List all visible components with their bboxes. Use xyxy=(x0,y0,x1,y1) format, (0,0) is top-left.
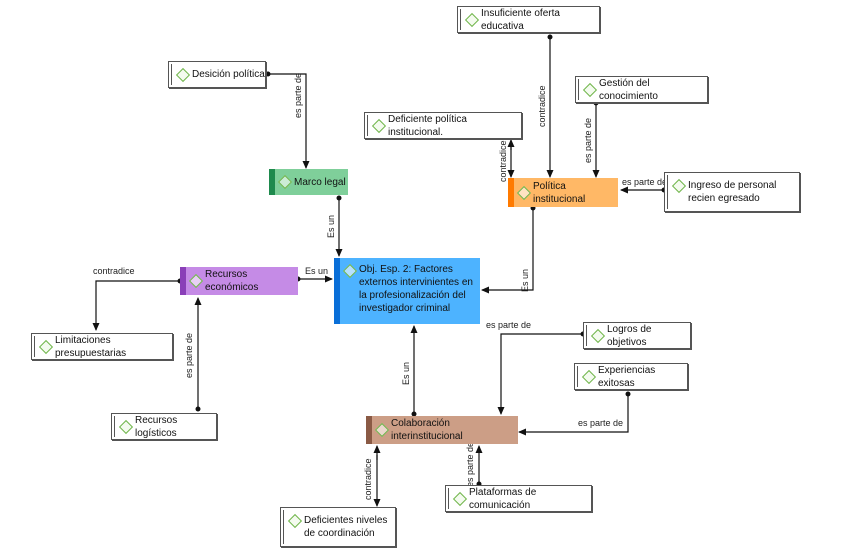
node-label: Recursos económicos xyxy=(205,269,259,293)
node-label: Logros de objetivos xyxy=(607,323,652,348)
node-recursos-economicos[interactable]: Recursos económicos xyxy=(180,267,298,295)
edge-label-es-parte-de: es parte de xyxy=(184,332,194,378)
diamond-icon xyxy=(371,118,387,133)
edge-experiencias-colaboracion xyxy=(518,394,629,436)
node-insuficiente-oferta[interactable]: Insuficiente oferta educativa xyxy=(457,6,600,33)
node-label: Insuficiente oferta educativa xyxy=(481,7,560,32)
node-label: Colaboración interinstitucional xyxy=(391,418,463,442)
node-deficiente-politica[interactable]: Deficiente política institucional. xyxy=(364,112,522,139)
diamond-icon xyxy=(452,491,468,506)
edge-start-dot xyxy=(195,406,201,412)
edge-start-dot xyxy=(411,411,417,417)
diamond-icon xyxy=(118,419,134,434)
edge-start-dot xyxy=(547,34,553,40)
node-label: Ingreso de personal recien egresado xyxy=(688,180,777,204)
diamond-icon xyxy=(175,67,191,82)
node-colaboracion-interinstitucional[interactable]: Colaboración interinstitucional xyxy=(366,416,518,444)
edge-label-contradice: contradice xyxy=(498,140,508,182)
edge-desicion-marco xyxy=(268,73,310,169)
node-deficientes-niveles[interactable]: Deficientes niveles de coordinación xyxy=(280,507,396,547)
edge-label-contradice: contradice xyxy=(537,85,547,127)
diamond-icon xyxy=(464,12,480,27)
edge-logros-colaboracion xyxy=(497,333,583,415)
node-recursos-logisticos[interactable]: Recursos logísticos xyxy=(111,413,217,440)
node-stripe xyxy=(334,258,340,324)
node-stripe xyxy=(180,267,186,295)
edge-label-es-parte-de: es parte de xyxy=(622,177,668,187)
node-label: Limitaciones presupuestarias xyxy=(55,334,127,359)
edge-label-contradice: contradice xyxy=(93,266,135,276)
diamond-icon xyxy=(38,339,54,354)
diamond-icon xyxy=(188,273,204,289)
edge-start-dot xyxy=(336,195,342,201)
node-gestion-conocimiento[interactable]: Gestión del conocimiento xyxy=(575,76,708,103)
edge-label-es-parte-de: es parte de xyxy=(486,320,532,330)
node-label: Deficiente política institucional. xyxy=(388,113,467,138)
node-politica-institucional[interactable]: Política institucional xyxy=(508,178,618,207)
node-logros-objetivos[interactable]: Logros de objetivos xyxy=(583,322,691,349)
node-label: Obj. Esp. 2: Factores externos intervini… xyxy=(359,264,473,314)
edge-label-es-parte-de: es parte de xyxy=(578,418,624,428)
node-stripe xyxy=(508,178,514,207)
diamond-icon xyxy=(582,82,598,97)
node-stripe xyxy=(366,416,372,444)
diamond-icon xyxy=(590,328,606,343)
edge-label-es-un: Es un xyxy=(326,214,336,238)
node-label: Plataformas de comunicación xyxy=(469,486,537,511)
diamond-icon xyxy=(516,185,532,200)
node-plataformas-comunicacion[interactable]: Plataformas de comunicación xyxy=(445,485,592,512)
node-desicion-politica[interactable]: Desición política xyxy=(168,61,266,88)
node-label: Desición política xyxy=(192,69,265,80)
edge-label-contradice: contradice xyxy=(363,458,373,500)
edge-label-es-parte-de: es parte de xyxy=(583,117,593,163)
node-label: Política institucional xyxy=(533,180,586,205)
edge-label-es-un: Es un xyxy=(401,361,411,385)
edge-start-dot xyxy=(625,391,631,397)
edge-label-es-un: Es un xyxy=(520,268,530,292)
node-stripe xyxy=(269,169,275,195)
diamond-icon xyxy=(581,369,597,384)
node-experiencias-exitosas[interactable]: Experiencias exitosas xyxy=(574,363,688,390)
edge-label-es-parte-de: es parte de xyxy=(465,441,475,487)
diamond-icon xyxy=(671,178,687,194)
node-ingreso-personal[interactable]: Ingreso de personal recien egresado xyxy=(664,172,800,212)
diamond-icon xyxy=(277,174,293,190)
edge-politica-objetivo xyxy=(481,208,534,294)
node-label: Recursos logísticos xyxy=(135,414,178,439)
node-label: Experiencias exitosas xyxy=(598,364,656,389)
node-label: Deficientes niveles de coordinación xyxy=(304,515,388,539)
edge-label-es-un: Es un xyxy=(305,266,329,276)
diamond-icon xyxy=(342,263,358,279)
diamond-icon xyxy=(287,513,303,529)
diamond-icon xyxy=(374,422,390,438)
node-limitaciones-presupuestarias[interactable]: Limitaciones presupuestarias xyxy=(31,333,173,360)
node-objetivo-especifico[interactable]: Obj. Esp. 2: Factores externos intervini… xyxy=(334,258,480,324)
node-label: Marco legal xyxy=(294,176,346,188)
edge-recursos-limitaciones xyxy=(92,280,180,331)
edge-label-es-parte-de: es parte de xyxy=(293,72,303,118)
node-label: Gestión del conocimiento xyxy=(599,77,658,102)
node-marco-legal[interactable]: Marco legal xyxy=(269,169,348,195)
edge-start-dot xyxy=(265,71,271,77)
